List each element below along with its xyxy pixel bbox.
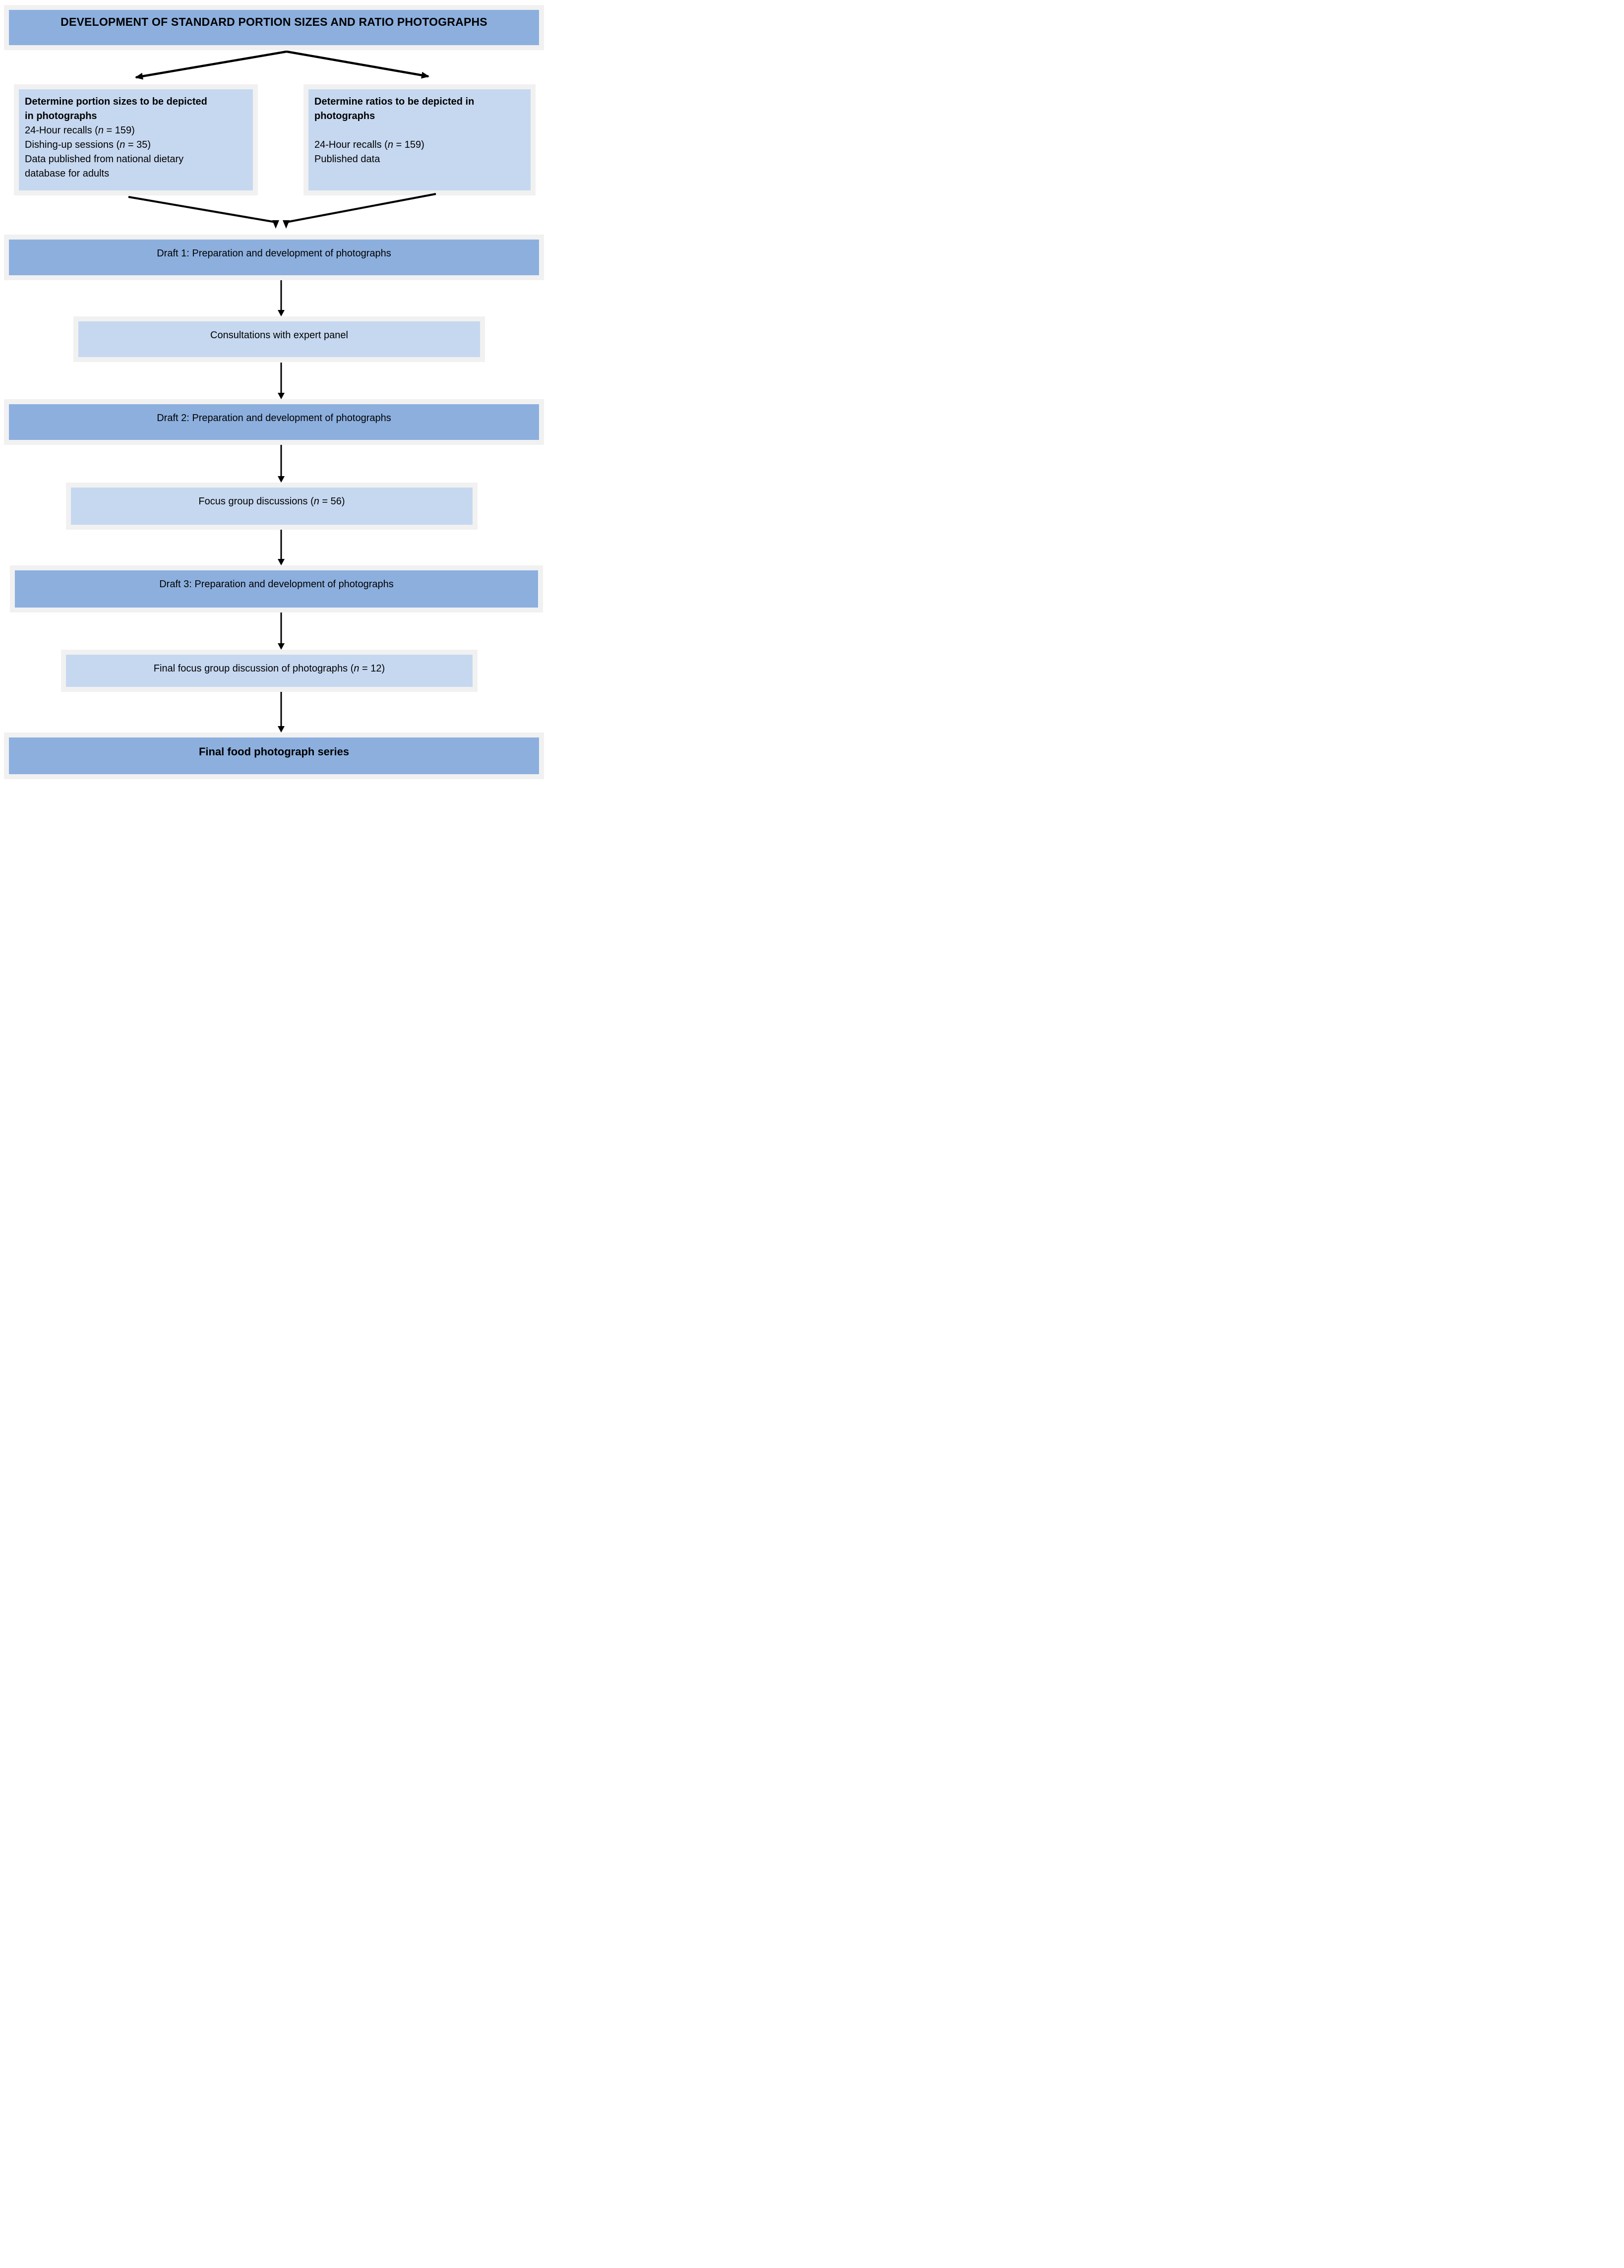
step-draft-1-box-frame: Draft 1: Preparation and development of … [4, 235, 544, 280]
branch-left-box: Determine portion sizes to be depicted in… [19, 89, 253, 190]
final-series-label: Final food photograph series [9, 737, 539, 758]
step-consultations-label: Consultations with expert panel [78, 321, 480, 341]
title-box: DEVELOPMENT OF STANDARD PORTION SIZES AN… [9, 10, 539, 45]
arrow-draft1-to-consultations-head [278, 310, 285, 316]
arrow-finalfocus-to-finalseries-head [278, 726, 285, 733]
text-segment: Focus group discussions ( [198, 496, 314, 507]
step-focus-groups-box-frame: Focus group discussions (n = 56) [66, 483, 478, 530]
text-segment: Determine ratios to be depicted in [314, 96, 475, 107]
text-segment: 24-Hour recalls ( [314, 139, 388, 150]
text-line: in photographs [25, 109, 247, 123]
text-line: 24-Hour recalls (n = 159) [25, 123, 247, 138]
text-segment: Draft 2: Preparation and development of … [157, 413, 391, 424]
text-segment: Final focus group discussion of photogra… [153, 663, 354, 674]
text-segment: = 159) [393, 139, 424, 150]
text-segment: n [354, 663, 360, 674]
branch-right-text: Determine ratios to be depicted in photog… [308, 89, 531, 167]
arrow-focusgroups-to-draft3-head [278, 559, 285, 565]
flow-diagram: DEVELOPMENT OF STANDARD PORTION SIZES AN… [0, 0, 558, 779]
text-segment: Consultations with expert panel [210, 330, 348, 341]
step-consultations-box-frame: Consultations with expert panel [73, 316, 485, 362]
text-segment: Data published from national dietary [25, 154, 184, 165]
text-segment: Published data [314, 154, 380, 165]
arrow-draft3-to-finalfocus-head [278, 643, 285, 650]
step-focus-groups-box: Focus group discussions (n = 56) [71, 488, 473, 525]
text-line: Determine portion sizes to be depicted [25, 95, 247, 109]
text-segment: in photographs [25, 111, 97, 122]
text-segment: = 56) [319, 496, 345, 507]
branch-right-box: Determine ratios to be depicted in photog… [308, 89, 531, 190]
text-segment: n [120, 139, 125, 150]
step-consultations-box: Consultations with expert panel [78, 321, 480, 357]
merge-arrow-right-line [286, 193, 436, 223]
text-segment: Dishing-up sessions ( [25, 139, 120, 150]
arrow-draft2-to-focusgroups-head [278, 476, 285, 483]
branch-right-box-frame: Determine ratios to be depicted in photog… [303, 84, 536, 195]
step-draft-2-box: Draft 2: Preparation and development of … [9, 404, 539, 440]
text-line: database for adults [25, 167, 247, 181]
text-line: Published data [314, 152, 525, 167]
text-line: Dishing-up sessions (n = 35) [25, 138, 247, 152]
branch-left-text: Determine portion sizes to be depicted in… [19, 89, 253, 181]
step-draft-2-label: Draft 2: Preparation and development of … [9, 404, 539, 424]
step-draft-1-box: Draft 1: Preparation and development of … [9, 240, 539, 275]
text-segment: n [313, 496, 319, 507]
text-segment: 24-Hour recalls ( [25, 125, 98, 136]
text-segment: n [98, 125, 104, 136]
text-segment: Draft 1: Preparation and development of … [157, 248, 391, 259]
step-final-focus-group-label: Final focus group discussion of photogra… [66, 655, 473, 674]
text-segment: database for adults [25, 168, 110, 179]
split-arrow-left [135, 50, 287, 80]
final-series-box-frame: Final food photograph series [4, 733, 544, 779]
step-draft-2-box-frame: Draft 2: Preparation and development of … [4, 399, 544, 445]
arrow-consultations-to-draft2-head [278, 393, 285, 399]
step-draft-1-label: Draft 1: Preparation and development of … [9, 240, 539, 259]
step-draft-3-label: Draft 3: Preparation and development of … [15, 570, 538, 590]
text-segment: = 35) [125, 139, 151, 150]
merge-arrow-left-line [128, 196, 276, 223]
step-focus-groups-label: Focus group discussions (n = 56) [71, 488, 473, 507]
diagram-title: DEVELOPMENT OF STANDARD PORTION SIZES AN… [60, 15, 487, 28]
split-arrow-right [286, 50, 429, 79]
step-draft-3-box: Draft 3: Preparation and development of … [15, 570, 538, 608]
step-draft-3-box-frame: Draft 3: Preparation and development of … [10, 565, 543, 613]
text-segment: photographs [314, 111, 375, 122]
text-segment: n [387, 139, 393, 150]
text-line: Data published from national dietary [25, 152, 247, 167]
title-box-frame: DEVELOPMENT OF STANDARD PORTION SIZES AN… [4, 5, 544, 50]
text-segment: = 159) [103, 125, 135, 136]
text-segment: Final food photograph series [198, 745, 350, 758]
text-line: photographs [314, 109, 525, 123]
step-final-focus-group-box-frame: Final focus group discussion of photogra… [61, 650, 478, 692]
text-segment: = 12) [359, 663, 385, 674]
final-series-box: Final food photograph series [9, 737, 539, 774]
step-final-focus-group-box: Final focus group discussion of photogra… [66, 655, 473, 687]
merge-arrow-left-head [272, 220, 279, 229]
branch-left-box-frame: Determine portion sizes to be depicted in… [14, 84, 258, 195]
text-line [314, 123, 525, 138]
text-segment: Draft 3: Preparation and development of … [159, 579, 394, 590]
merge-arrow-right-head [283, 220, 290, 229]
text-line: 24-Hour recalls (n = 159) [314, 138, 525, 152]
text-line: Determine ratios to be depicted in [314, 95, 525, 109]
text-segment: Determine portion sizes to be depicted [25, 96, 207, 107]
